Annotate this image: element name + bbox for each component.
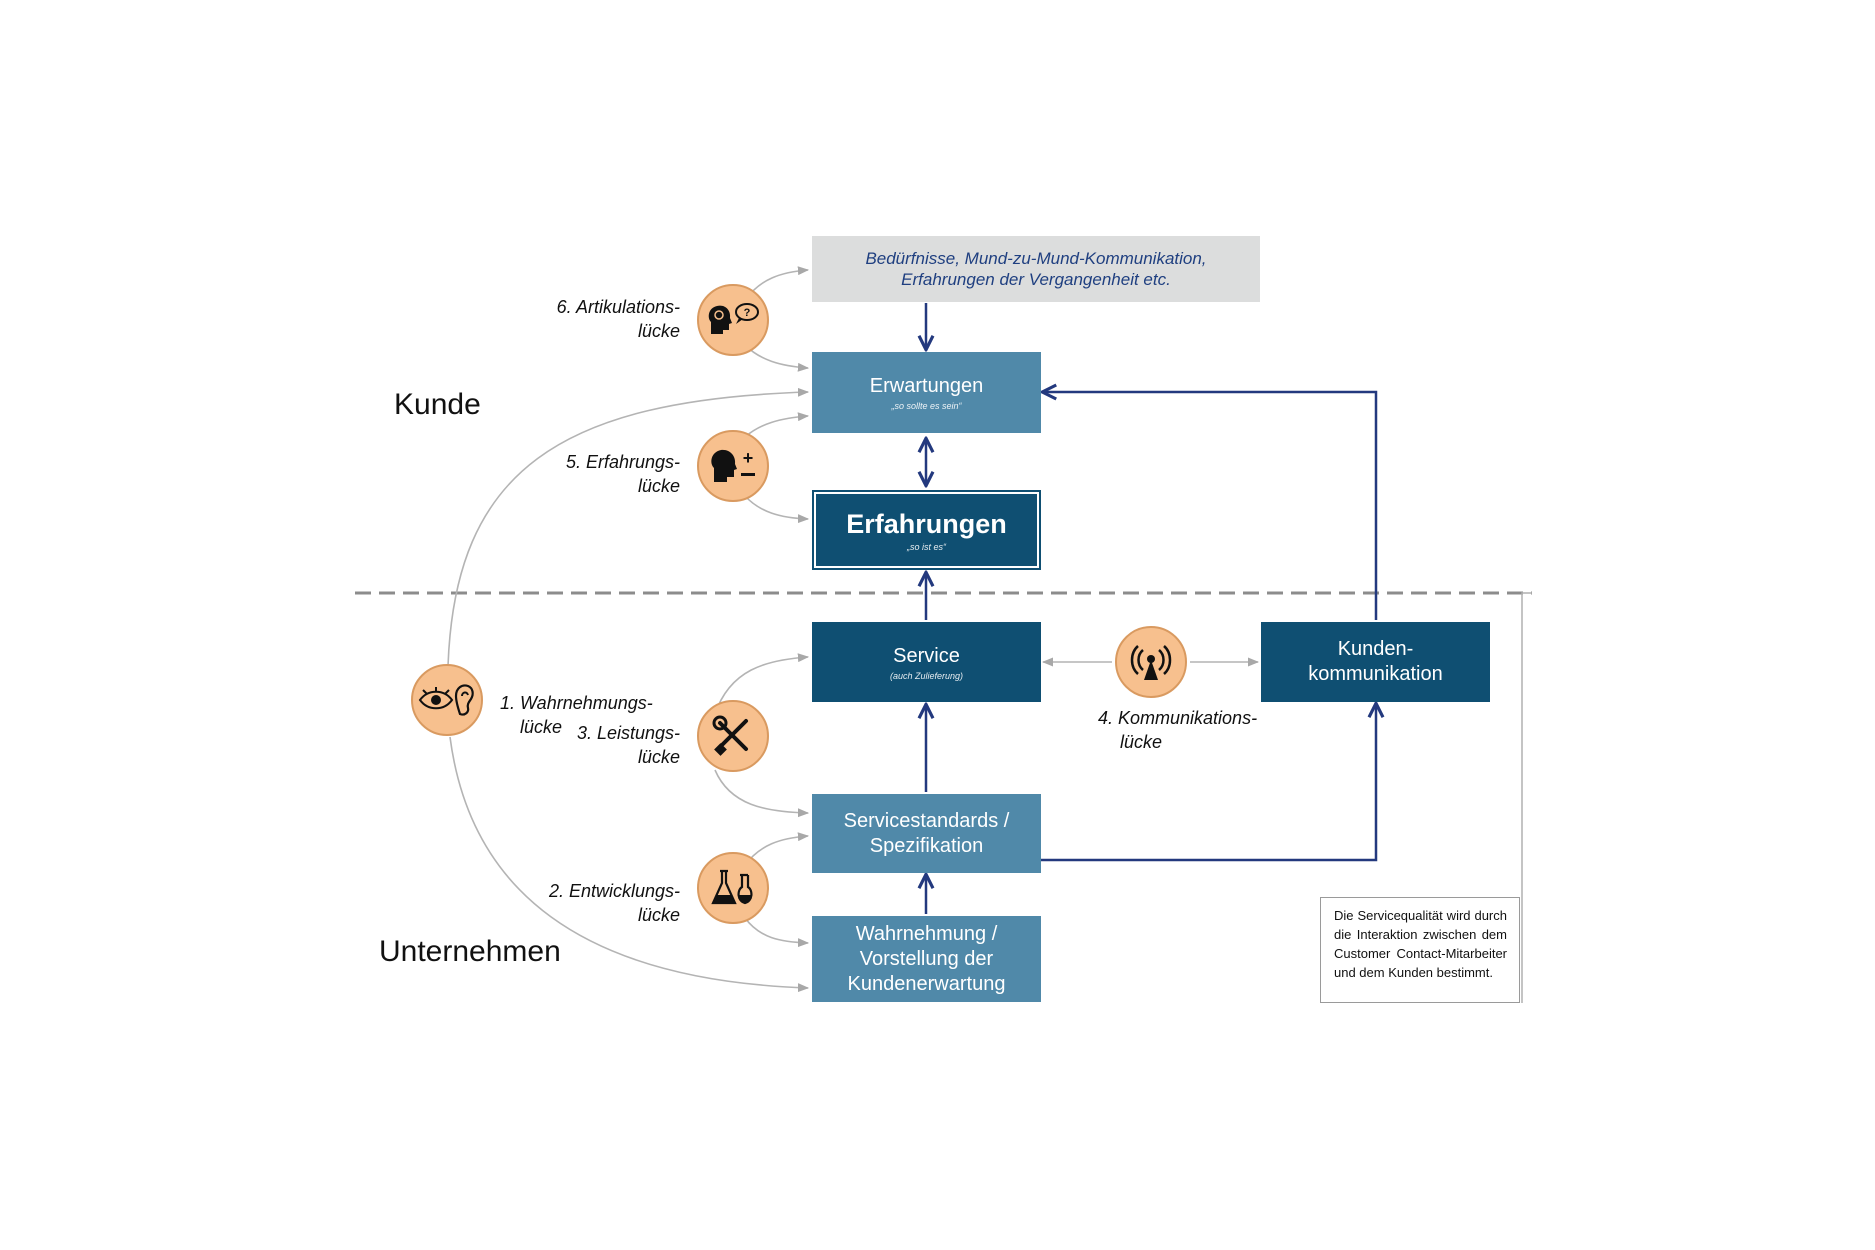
- communication-gap-label: 4. Kommunikations- lücke: [1098, 706, 1257, 754]
- service-title: Service: [893, 644, 960, 667]
- perception-gap-circle: [411, 664, 483, 736]
- development-gap-curve-bottom: [744, 917, 810, 948]
- antenna-icon: [1130, 645, 1172, 680]
- box-experiences: Erfahrungen „so ist es“: [812, 490, 1041, 570]
- performance-gap-curve-bottom: [714, 769, 810, 818]
- standards-line-1: Servicestandards /: [843, 809, 1010, 832]
- articulation-gap-circle: ?: [697, 284, 769, 356]
- box-service-standards: Servicestandards / Spezifikation: [812, 794, 1041, 873]
- development-gap-label: 2. Entwicklungs- lücke: [510, 879, 680, 927]
- perception-gap-label: 1. Wahrnehmungs- lücke: [500, 691, 653, 739]
- development-gap-circle: [697, 852, 769, 924]
- head-speech-icon: ?: [708, 303, 759, 334]
- flask-icon: [711, 869, 753, 905]
- experience-gap-curve-top: [744, 412, 810, 438]
- articulation-gap-line-2: lücke: [637, 321, 680, 341]
- sources-line-2: Erfahrungen der Vergangenheit etc.: [901, 270, 1171, 289]
- note-bracket-line: [1521, 592, 1532, 1003]
- service-subtitle: (auch Zulieferung): [889, 670, 964, 681]
- perception-line-3: Kundenerwartung: [847, 972, 1006, 995]
- svg-text:?: ?: [744, 307, 751, 319]
- communication-line-1: Kunden-: [1337, 638, 1414, 660]
- box-expectation-sources: Bedürfnisse, Mund-zu-Mund-Kommunikation,…: [812, 236, 1260, 302]
- experience-gap-label: 5. Erfahrungs- lücke: [520, 450, 680, 498]
- svg-text:+: +: [743, 448, 754, 468]
- standards-line-2: Spezifikation: [869, 834, 984, 857]
- experience-gap-circle: +: [697, 430, 769, 502]
- performance-gap-curve-top: [714, 653, 810, 715]
- expectations-subtitle: „so sollte es sein“: [891, 401, 962, 411]
- performance-gap-line-1: 3. Leistungs-: [576, 723, 680, 743]
- sources-line-1: Bedürfnisse, Mund-zu-Mund-Kommunikation,: [865, 249, 1207, 268]
- service-quality-note: Die Servicequalität wird durch die Inter…: [1320, 897, 1520, 1003]
- perception-gap-line-1: 1. Wahrnehmungs-: [500, 693, 653, 713]
- performance-gap-circle: [697, 700, 769, 772]
- articulation-gap-label: 6. Artikulations- lücke: [520, 295, 680, 343]
- experience-gap-curve-bottom: [744, 495, 810, 524]
- experiences-title: Erfahrungen: [846, 509, 1007, 539]
- perception-line-1: Wahrnehmung /: [855, 922, 998, 945]
- articulation-gap-line-1: 6. Artikulations-: [556, 297, 680, 317]
- box-customer-communication: Kunden- kommunikation: [1261, 622, 1490, 702]
- box-perception: Wahrnehmung / Vorstellung der Kundenerwa…: [812, 916, 1041, 1002]
- perception-gap-arc-upper: [447, 387, 810, 667]
- perception-line-2: Vorstellung der: [859, 947, 994, 970]
- experience-gap-line-1: 5. Erfahrungs-: [565, 452, 680, 472]
- section-label-customer: Kunde: [394, 388, 481, 421]
- tools-icon: [712, 715, 748, 756]
- development-gap-line-1: 2. Entwicklungs-: [548, 881, 680, 901]
- section-label-company: Unternehmen: [379, 935, 561, 968]
- arrow-standards-to-communication: [1040, 705, 1376, 862]
- communication-gap-line-2: lücke: [1120, 732, 1163, 752]
- eye-ear-icon: [418, 684, 474, 716]
- perception-gap-line-2: lücke: [520, 717, 563, 737]
- arrow-communication-to-expectations: [1044, 392, 1378, 620]
- experience-gap-line-2: lücke: [637, 476, 680, 496]
- perception-gap-arc-lower: [449, 736, 810, 993]
- head-plus-minus-icon: +: [711, 448, 755, 482]
- box-service: Service (auch Zulieferung): [812, 622, 1041, 702]
- performance-gap-label: 3. Leistungs- lücke: [545, 721, 680, 769]
- communication-gap-line-1: 4. Kommunikations-: [1098, 708, 1258, 728]
- box-expectations: Erwartungen „so sollte es sein“: [812, 352, 1041, 433]
- communication-line-2: kommunikation: [1308, 663, 1443, 685]
- performance-gap-line-2: lücke: [637, 747, 680, 767]
- development-gap-line-2: lücke: [637, 905, 680, 925]
- experiences-subtitle: „so ist es“: [906, 542, 946, 552]
- communication-gap-circle: [1115, 626, 1187, 698]
- expectations-title: Erwartungen: [869, 375, 984, 397]
